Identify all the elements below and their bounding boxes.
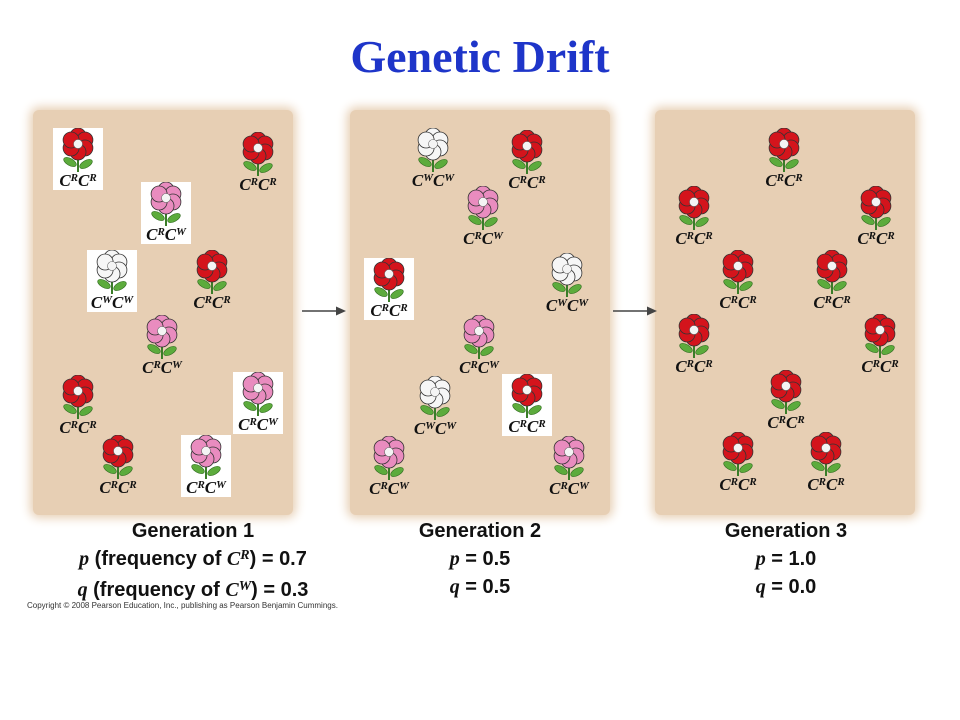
q-symbol: q [77, 579, 88, 601]
generation-label: Generation 3 [724, 520, 848, 542]
red-flower-icon: CRCR [669, 186, 719, 248]
pink-flower-icon: CRCW [364, 436, 414, 498]
slide-title: Genetic Drift [350, 31, 610, 82]
generation-3-caption: Generation 3 p = 1.0 q = 0.0 [636, 517, 936, 601]
p-symbol: p [79, 548, 90, 570]
generation-1-caption: Generation 1 p (frequency of CR) = 0.7 q… [43, 517, 343, 607]
genotype-label: CRCR [508, 417, 546, 436]
genotype-label: CRCW [549, 479, 589, 498]
genotype-label: CRCR [59, 418, 97, 437]
white-flower-icon: CWCW [410, 376, 460, 438]
red-flower-icon: CRCR [53, 375, 103, 437]
pink-flower-icon: CRCW [233, 372, 283, 434]
genotype-label: CRCR [193, 293, 231, 312]
white-flower-icon: CWCW [408, 128, 458, 190]
genotype-label: CRCR [807, 475, 845, 494]
red-flower-icon: CRCR [761, 370, 811, 432]
generation-2-caption: Generation 2 p = 0.5 q = 0.5 [330, 517, 630, 601]
red-flower-icon: CRCR [233, 132, 283, 194]
red-flower-icon: CRCR [502, 130, 552, 192]
red-flower-icon: CRCR [851, 186, 901, 248]
genotype-label: CRCW [186, 478, 226, 497]
white-flower-icon: CWCW [87, 250, 137, 312]
genotype-label: CRCR [508, 173, 546, 192]
genotype-label: CRCW [463, 229, 503, 248]
genotype-label: CRCW [369, 479, 409, 498]
genotype-label: CWCW [413, 419, 457, 438]
genotype-label: CRCR [861, 357, 899, 376]
genotype-label: CRCR [767, 413, 805, 432]
red-flower-icon: CRCR [53, 128, 103, 190]
genotype-label: CRCR [675, 357, 713, 376]
generation-label: Generation 1 [131, 520, 255, 542]
genotype-label: CRCR [239, 175, 277, 194]
genotype-label: CWCW [90, 293, 134, 312]
red-flower-icon: CRCR [502, 374, 552, 436]
genotype-label: CRCR [765, 171, 803, 190]
generation-2-panel: CWCW CRCR CRCW CRCR CWCW CRCW CWCW CRCR CRCW CRCW [350, 110, 610, 515]
red-flower-icon: CRCR [855, 314, 905, 376]
genotype-label: CRCW [459, 358, 499, 377]
generation-label: Generation 2 [418, 520, 542, 542]
genotype-label: CRCW [146, 225, 186, 244]
p-frequency-line: p (frequency of CR) = 0.7 [79, 548, 307, 570]
q-frequency-line: q (frequency of CW) = 0.3 [77, 579, 309, 601]
red-flower-icon: CRCR [807, 250, 857, 312]
white-flower-icon: CWCW [542, 253, 592, 315]
arrow-icon [613, 306, 657, 316]
p-frequency-line: p = 0.5 [449, 548, 511, 570]
arrow-icon [302, 306, 346, 316]
red-flower-icon: CRCR [669, 314, 719, 376]
genotype-label: CRCR [813, 293, 851, 312]
red-flower-icon: CRCR [364, 258, 414, 320]
genotype-label: CRCR [99, 478, 137, 497]
red-flower-icon: CRCR [713, 250, 763, 312]
pink-flower-icon: CRCW [181, 435, 231, 497]
genotype-label: CRCR [370, 301, 408, 320]
genotype-label: CRCR [59, 171, 97, 190]
genotype-label: CRCW [142, 358, 182, 377]
pink-flower-icon: CRCW [141, 182, 191, 244]
q-frequency-line: q = 0.0 [755, 576, 817, 598]
generation-1-panel: CRCR CRCR CRCW CWCW CRCR CRCW CRCR CRCW CRCR CRCW [33, 110, 293, 515]
copyright-notice: Copyright © 2008 Pearson Education, Inc.… [27, 601, 338, 610]
red-flower-icon: CRCR [759, 128, 809, 190]
genotype-label: CWCW [545, 296, 589, 315]
pink-flower-icon: CRCW [454, 315, 504, 377]
genotype-label: CWCW [411, 171, 455, 190]
red-flower-icon: CRCR [713, 432, 763, 494]
generation-3-panel: CRCR CRCR CRCR CRCR CRCR CRCR CRCR CRCR CRCR CRCR [655, 110, 915, 515]
genotype-label: CRCR [719, 293, 757, 312]
pink-flower-icon: CRCW [137, 315, 187, 377]
q-frequency-line: q = 0.5 [449, 576, 511, 598]
red-flower-icon: CRCR [187, 250, 237, 312]
genotype-label: CRCW [238, 415, 278, 434]
genotype-label: CRCR [719, 475, 757, 494]
genotype-label: CRCR [675, 229, 713, 248]
red-flower-icon: CRCR [93, 435, 143, 497]
pink-flower-icon: CRCW [544, 436, 594, 498]
red-flower-icon: CRCR [801, 432, 851, 494]
pink-flower-icon: CRCW [458, 186, 508, 248]
p-frequency-line: p = 1.0 [755, 548, 817, 570]
genotype-label: CRCR [857, 229, 895, 248]
